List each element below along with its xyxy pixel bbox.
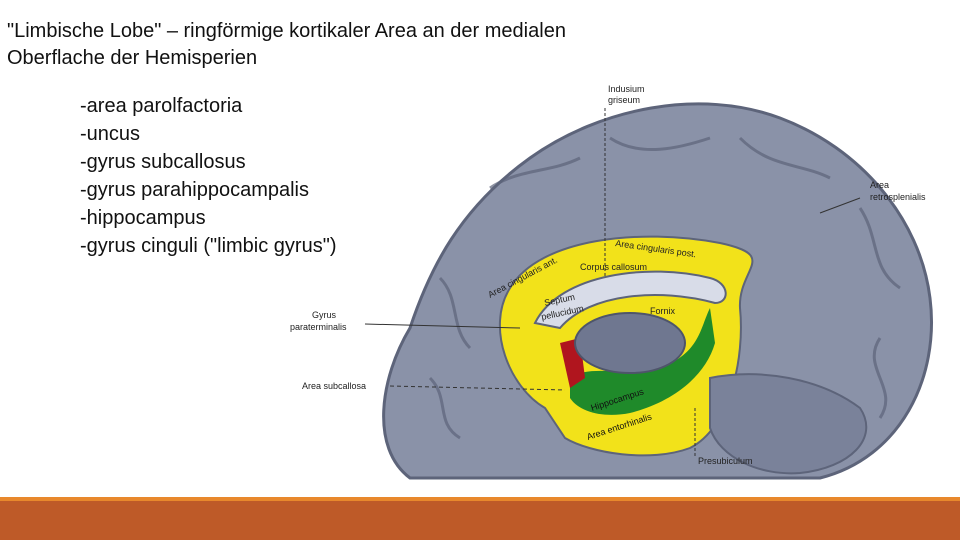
footer-accent-line	[0, 497, 960, 501]
label-area-retro: Area	[870, 180, 889, 190]
label-area-subcallosa: Area subcallosa	[302, 381, 366, 391]
corpus-callosum	[533, 270, 727, 330]
label-fornix: Fornix	[650, 306, 676, 316]
label-indusium: Indusium	[608, 84, 645, 94]
thalamus-region	[574, 312, 686, 374]
slide-title: "Limbische Lobe" – ringförmige kortikale…	[7, 20, 566, 69]
gyri-pattern	[428, 136, 901, 440]
leader-lines	[364, 108, 861, 458]
list-item: -gyrus subcallosus	[80, 151, 246, 173]
list-item: -gyrus parahippocampalis	[80, 179, 310, 201]
brain-medial-surface-diagram: Indusium griseum Area retrosplenialis Ar…	[290, 84, 933, 480]
label-griseum: griseum	[608, 95, 640, 105]
label-retrosplenialis: retrosplenialis	[870, 192, 926, 202]
footer-bar	[0, 501, 960, 540]
list-item: -gyrus cinguli ("limbic gyrus")	[80, 235, 337, 257]
limbic-areas-list: -area parolfactoria -uncus -gyrus subcal…	[80, 92, 336, 260]
label-corpus-callosum: Corpus callosum	[580, 262, 647, 272]
list-item: -uncus	[80, 123, 141, 145]
label-presubiculum: Presubiculum	[698, 456, 753, 466]
label-paraterminalis: paraterminalis	[290, 322, 347, 332]
label-gyrus: Gyrus	[312, 310, 337, 320]
list-item: -area parolfactoria	[80, 95, 243, 117]
list-item: -hippocampus	[80, 207, 206, 229]
temporal-region	[709, 373, 868, 475]
hippocampus-green	[570, 308, 715, 415]
